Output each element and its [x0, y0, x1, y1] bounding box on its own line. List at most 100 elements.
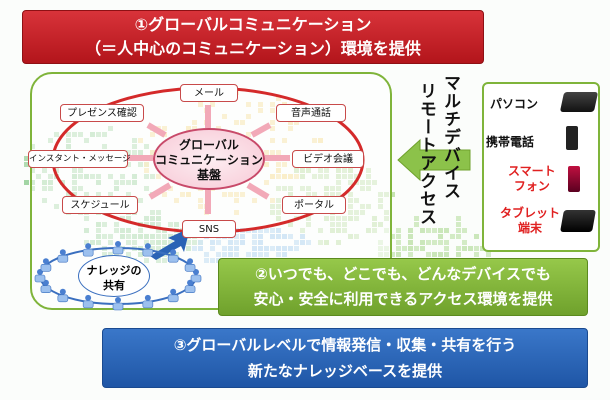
person-icon	[184, 279, 196, 294]
map-dot	[420, 246, 425, 251]
map-dot	[408, 240, 413, 245]
map-dot	[438, 228, 443, 233]
map-dot	[456, 222, 461, 227]
knowledge-sharing: ナレッジの 共有	[78, 255, 150, 297]
person-icon	[167, 288, 179, 303]
map-dot	[408, 246, 413, 251]
person-icon	[184, 258, 196, 272]
map-dot	[426, 240, 431, 245]
map-dot	[444, 240, 449, 245]
map-dot	[414, 216, 419, 221]
map-dot	[468, 246, 473, 251]
access-arrow	[397, 138, 471, 182]
banner-bottom-line1: ③グローバルレベルで情報発信・収集・共有を行う	[173, 336, 517, 354]
person-icon	[82, 294, 94, 309]
tablet-icon	[560, 210, 596, 232]
map-dot	[24, 156, 29, 161]
map-dot	[432, 252, 437, 257]
person-icon	[167, 249, 179, 263]
hub-line3: 基盤	[196, 168, 221, 182]
map-dot	[444, 246, 449, 251]
map-dot	[396, 252, 401, 257]
map-dot	[438, 252, 443, 257]
map-dot	[456, 216, 461, 221]
map-dot	[456, 252, 461, 257]
laptop-icon	[559, 92, 599, 112]
remote-access-line1: マルチデバイス	[440, 74, 460, 200]
map-dot	[474, 246, 479, 251]
map-dot	[390, 192, 395, 197]
map-dot	[396, 240, 401, 245]
map-dot	[396, 228, 401, 233]
map-dot	[438, 234, 443, 239]
map-dot	[408, 252, 413, 257]
map-dot	[402, 246, 407, 251]
map-dot	[444, 228, 449, 233]
node-presence: プレゼンス確認	[60, 104, 144, 122]
banner-mid-line2: 安心・安全に利用できるアクセス環境を提供	[253, 290, 553, 308]
person-icon	[57, 249, 69, 263]
map-dot	[390, 234, 395, 239]
banner-knowledge-base: ③グローバルレベルで情報発信・収集・共有を行う 新たなナレッジベースを提供	[102, 328, 588, 388]
remote-access-line2: リモートアクセス	[416, 82, 436, 226]
map-dot	[426, 252, 431, 257]
map-dot	[408, 228, 413, 233]
map-dot	[444, 252, 449, 257]
banner-top-line2: （＝人中心のコミュニケーション）環境を提供	[85, 39, 421, 58]
node-sns: SNS	[182, 220, 236, 238]
person-icon	[34, 269, 46, 283]
tablet-line1: タブレット	[500, 206, 561, 220]
smartphone-icon	[568, 166, 580, 192]
map-dot	[426, 228, 431, 233]
map-dot	[450, 234, 455, 239]
map-dot	[432, 240, 437, 245]
banner-top-line1: ①グローバルコミュニケーション	[134, 15, 372, 34]
map-dot	[486, 252, 491, 257]
map-dot	[396, 234, 401, 239]
hub-line1: グローバル	[179, 138, 239, 152]
banner-bottom-line2: 新たなナレッジベースを提供	[247, 362, 443, 380]
knowledge-line2: 共有	[103, 279, 125, 292]
person-icon	[142, 294, 154, 309]
node-instant-message: インスタント・メッセージ	[28, 150, 131, 168]
map-dot	[414, 246, 419, 251]
person-icon	[112, 297, 124, 311]
person-icon	[57, 288, 69, 303]
map-dot	[438, 240, 443, 245]
map-dot	[474, 234, 479, 239]
hub-line2: コミュニケーション	[155, 153, 263, 167]
map-dot	[462, 246, 467, 251]
node-portal: ポータル	[282, 196, 346, 214]
knowledge-line1: ナレッジの	[86, 264, 142, 277]
device-tablet-label: タブレット 端末	[500, 206, 560, 236]
map-dot	[456, 228, 461, 233]
map-dot	[432, 228, 437, 233]
map-dot	[396, 246, 401, 251]
person-icon	[40, 258, 52, 272]
map-dot	[420, 240, 425, 245]
map-dot	[390, 252, 395, 257]
map-dot	[420, 228, 425, 233]
map-dot	[414, 222, 419, 227]
smartphone-line1: スマート	[508, 164, 556, 178]
map-dot	[462, 240, 467, 245]
map-dot	[408, 234, 413, 239]
person-icon	[112, 241, 124, 255]
person-icon	[142, 243, 154, 257]
banner-mid-line1: ②いつでも、どこでも、どんなデバイスでも	[255, 265, 551, 283]
hub-arrows	[128, 105, 290, 214]
map-dot	[24, 180, 29, 185]
node-voice: 音声通話	[276, 104, 346, 122]
smartphone-line2: フォン	[513, 179, 550, 193]
node-video-conference: ビデオ会議	[292, 150, 364, 168]
node-mail: メール	[180, 84, 238, 102]
node-schedule: スケジュール	[62, 196, 138, 214]
device-smartphone-label: スマート フォン	[508, 164, 556, 194]
device-pc-label: パソコン	[490, 97, 539, 111]
map-dot	[474, 252, 479, 257]
map-dot	[462, 228, 467, 233]
mobile-phone-icon	[566, 126, 578, 150]
device-mobile-label: 携帯電話	[486, 135, 535, 149]
banner-global-communication: ①グローバルコミュニケーション （＝人中心のコミュニケーション）環境を提供	[22, 10, 484, 64]
